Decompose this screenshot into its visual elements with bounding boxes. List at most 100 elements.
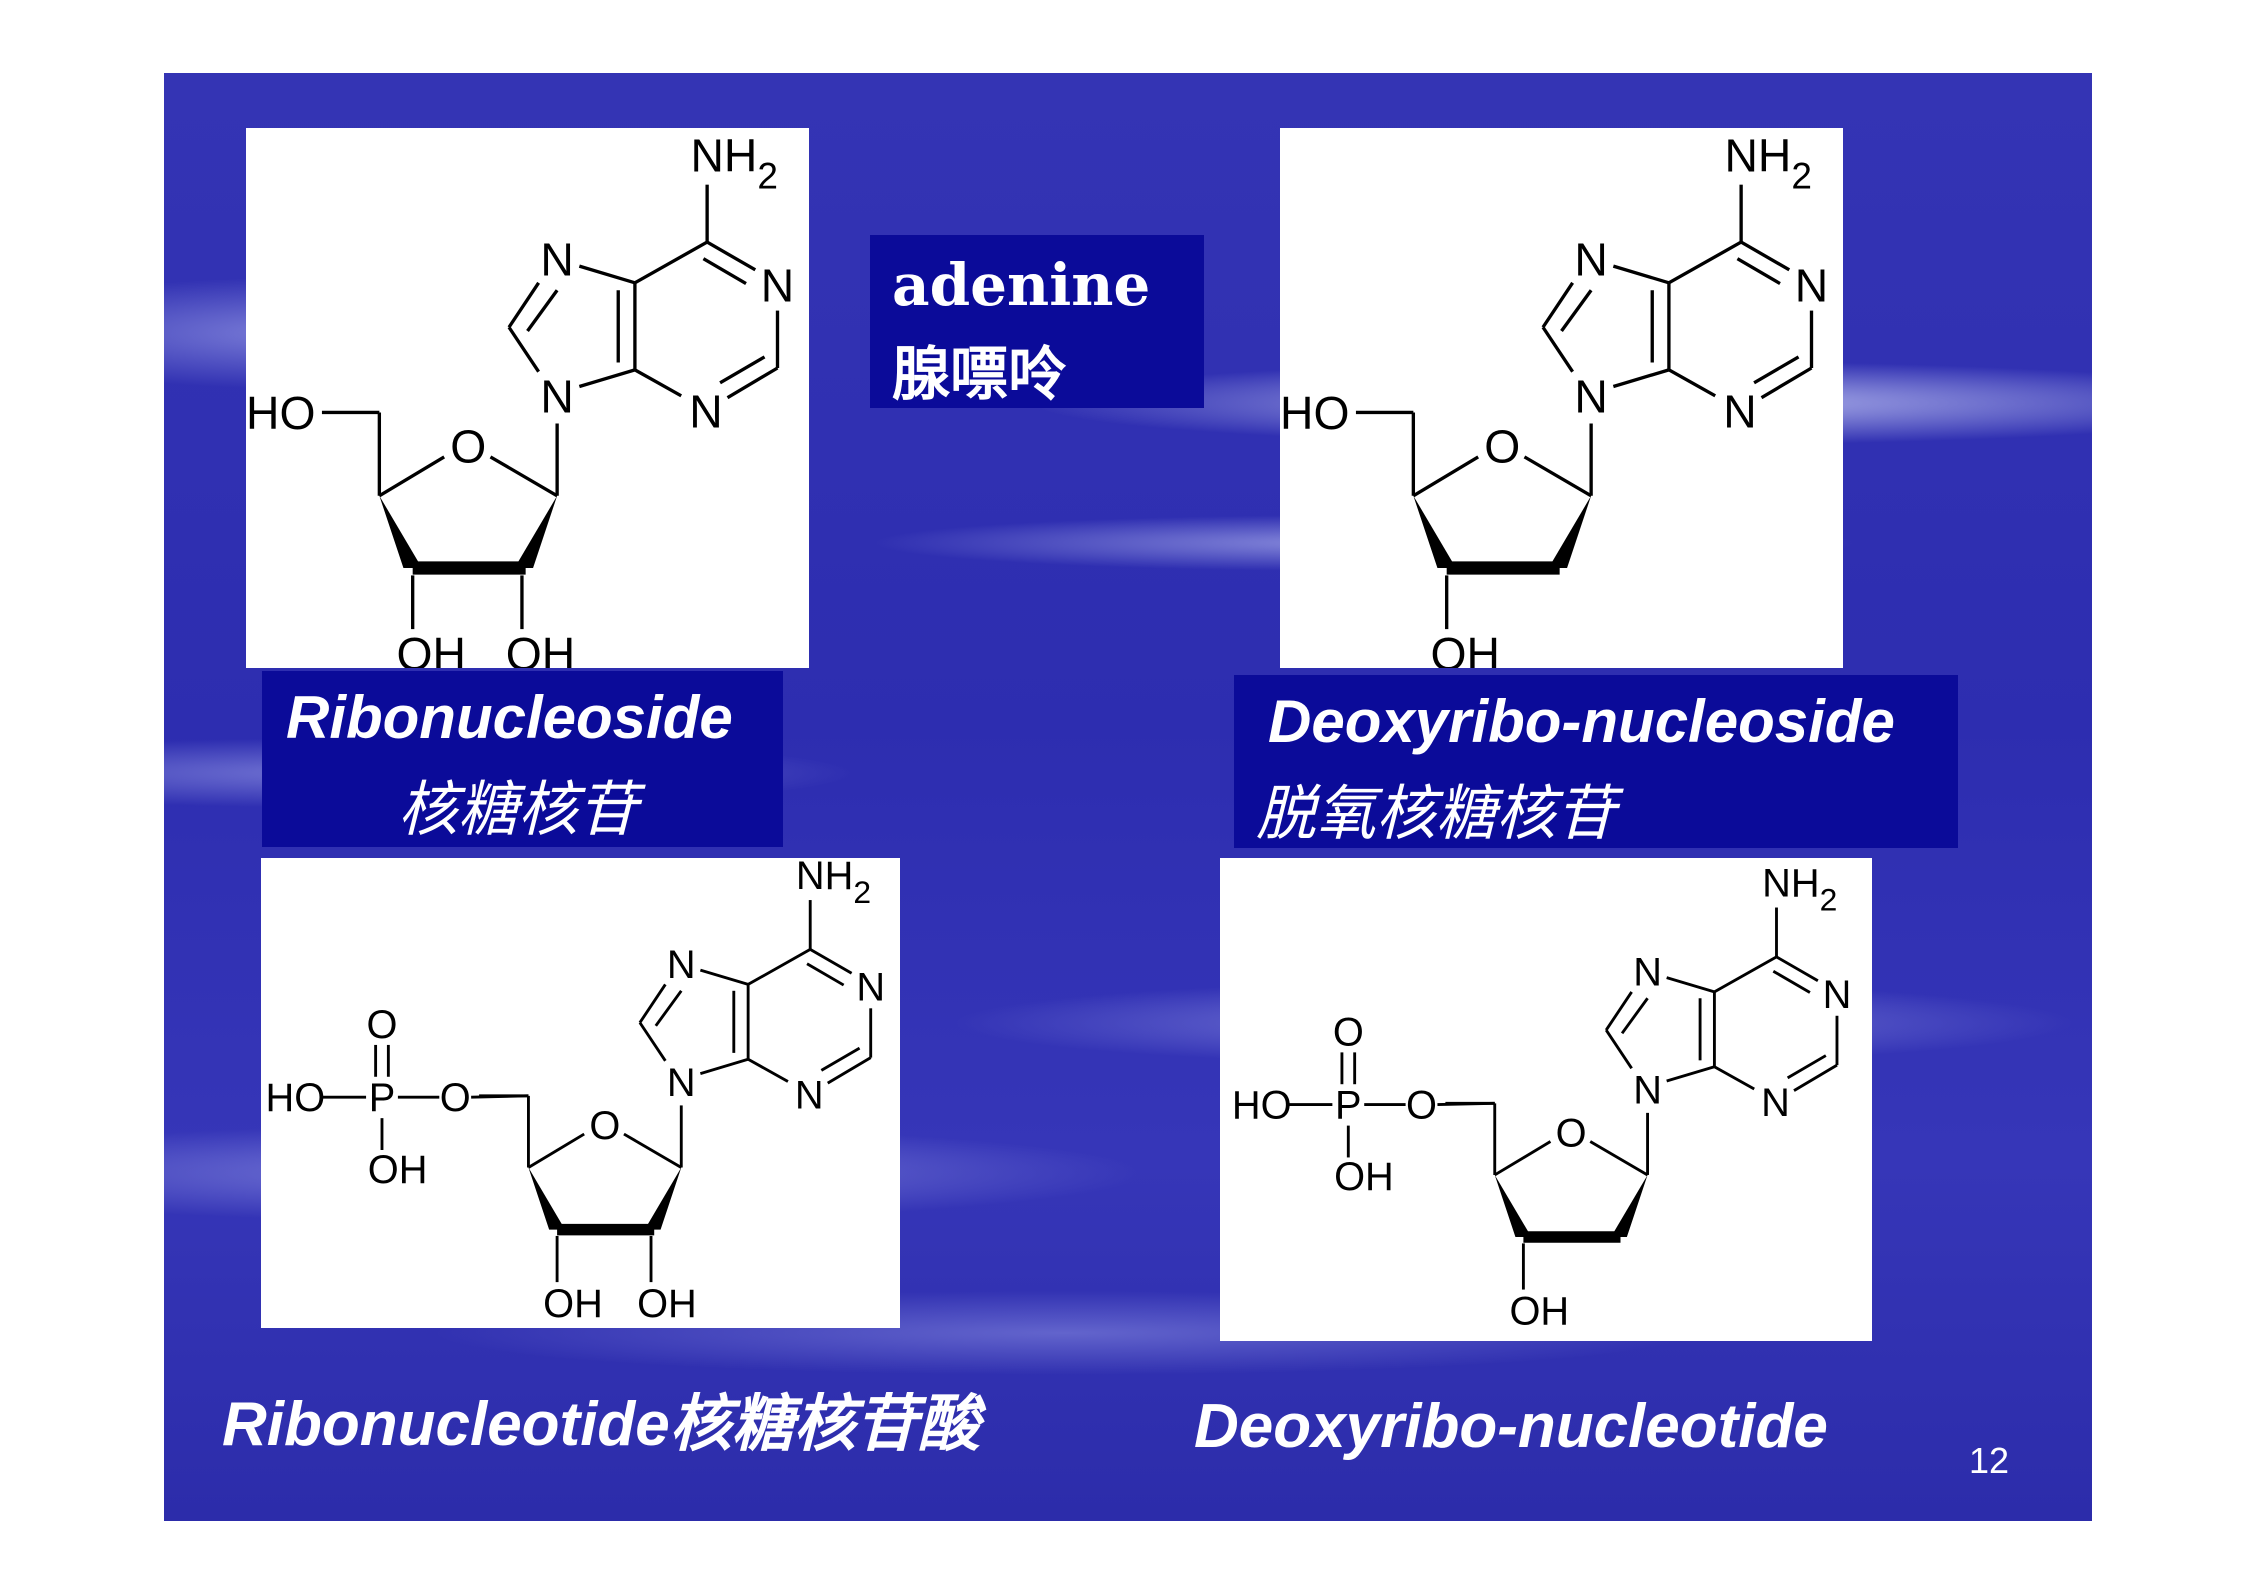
bond [1736, 257, 1781, 285]
bond [699, 1057, 749, 1075]
oh-3-label: OH [396, 628, 465, 668]
n1-label: N [856, 965, 885, 1009]
n9-label: N [1633, 1068, 1662, 1112]
nh2-text: NH [796, 858, 853, 898]
bond [726, 366, 779, 400]
ribonucleoside-label-box: Ribonucleoside 核糖核苷 [262, 671, 783, 847]
bond [1668, 240, 1742, 285]
n7-label: N [1633, 951, 1662, 995]
n3-label: N [1723, 385, 1756, 437]
bond [1666, 1065, 1715, 1083]
phosphate-o-label: O [1333, 1010, 1364, 1054]
bond [1620, 997, 1649, 1035]
nh2-text: NH [690, 130, 757, 182]
bond [638, 1021, 667, 1062]
n7-label: N [540, 233, 573, 285]
bond [1713, 955, 1778, 994]
nh2-label: NH2 [690, 130, 777, 197]
bond [719, 355, 766, 385]
bond [1668, 368, 1717, 398]
bond [702, 257, 747, 285]
wedge-bond [379, 495, 422, 568]
phosphate-ho-label: HO [1232, 1084, 1292, 1128]
bond [1604, 1029, 1633, 1070]
oh-2-label: OH [506, 628, 575, 668]
ring-o-label: O [1556, 1111, 1587, 1155]
wedge-bond [1610, 1174, 1648, 1238]
nh2-subscript: 2 [853, 874, 871, 910]
bond [1666, 976, 1715, 994]
oh-3-label: OH [543, 1282, 603, 1326]
wedge-bond [1413, 495, 1456, 568]
nh2-subscript: 2 [757, 154, 778, 196]
phosphate-o-label: O [367, 1003, 398, 1047]
wedge-bond [644, 1167, 682, 1230]
oh-2-label: OH [637, 1282, 697, 1326]
bond [806, 962, 845, 987]
oh-3-label: OH [1430, 628, 1499, 668]
bond [1775, 955, 1819, 982]
bond [1612, 264, 1670, 285]
bond [1793, 1063, 1838, 1092]
bond [1753, 355, 1800, 385]
phosphate-oh-label: OH [368, 1148, 428, 1192]
bond [578, 264, 636, 285]
bond [1494, 1140, 1552, 1177]
bond [1523, 455, 1592, 498]
deoxyribonucleotide-caption: Deoxyribo-nucleotide [1194, 1392, 1828, 1461]
bond [1541, 281, 1574, 329]
bond [1589, 1140, 1649, 1177]
ribonucleoside-name: Ribonucleoside [286, 684, 733, 751]
bond [1612, 368, 1670, 389]
bond [378, 455, 446, 498]
wedge-bond [514, 495, 558, 568]
n1-label: N [1823, 973, 1852, 1017]
nh2-subscript: 2 [1820, 882, 1838, 918]
bond [623, 1132, 682, 1169]
bond [526, 289, 559, 332]
bond [1772, 969, 1811, 994]
bond [1560, 289, 1593, 332]
bond [654, 989, 683, 1027]
bond [638, 983, 667, 1024]
bond [634, 240, 708, 285]
page-number: 12 [1969, 1440, 2010, 1481]
bond [507, 281, 540, 329]
bond [706, 240, 757, 272]
bond [826, 1056, 872, 1085]
n9-label: N [1574, 370, 1607, 422]
oh-3-label: OH [1509, 1290, 1569, 1334]
ring-o-label: O [1484, 420, 1520, 472]
n7-label: N [667, 943, 696, 987]
bond [634, 368, 683, 398]
ester-o-label: O [1406, 1084, 1437, 1128]
ring-o-label: O [589, 1104, 620, 1148]
bond [578, 368, 636, 389]
deoxyribonucleoside-label-box: Deoxyribo-nucleoside 脱氧核糖核苷 [1234, 675, 1958, 848]
wedge-bond [1548, 495, 1592, 568]
n1-label: N [761, 259, 794, 311]
nh2-label: NH2 [1724, 130, 1811, 197]
nh2-label: NH2 [796, 858, 871, 910]
ho-label: HO [246, 387, 315, 439]
n3-label: N [795, 1074, 824, 1118]
ester-o-label: O [440, 1076, 471, 1120]
bond [1760, 366, 1813, 400]
bond [1604, 991, 1633, 1031]
ring-o-label: O [450, 420, 486, 472]
n9-label: N [540, 370, 573, 422]
n9-label: N [667, 1061, 696, 1105]
phosphorus-label: P [369, 1076, 396, 1120]
bond [507, 326, 540, 373]
bond [820, 1046, 861, 1072]
bond [489, 455, 558, 498]
nh2-subscript: 2 [1791, 154, 1812, 196]
phosphate-oh-label: OH [1334, 1155, 1394, 1199]
n3-label: N [1761, 1081, 1790, 1125]
